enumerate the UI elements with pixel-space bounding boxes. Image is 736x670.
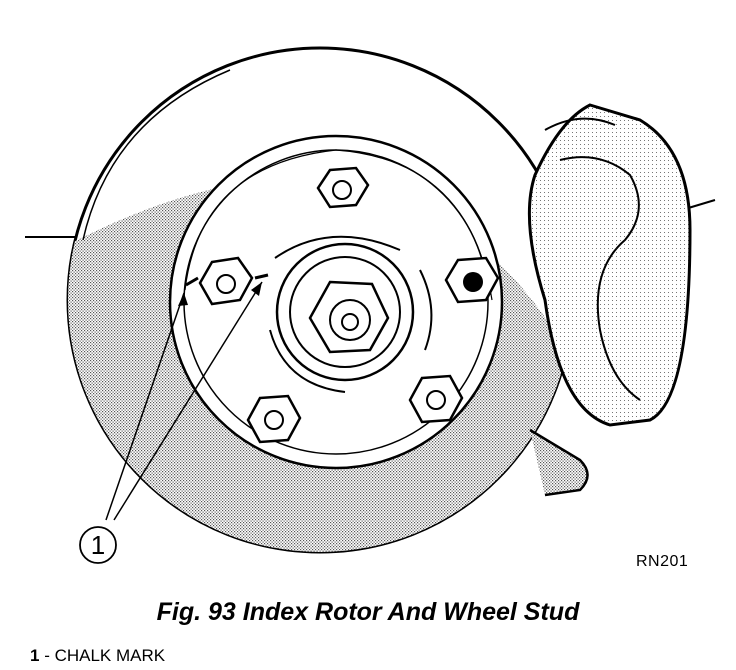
figure-code: RN201	[636, 553, 689, 570]
arrowhead	[178, 293, 188, 306]
lug-nut-top	[316, 166, 370, 209]
lug-nut-lower-right	[408, 374, 464, 424]
lug-nut-lower-left	[246, 394, 302, 444]
chalk-mark-rotor	[185, 276, 199, 287]
hub-assembly	[269, 235, 433, 393]
leader-line	[105, 292, 185, 521]
chalk-mark-stud	[254, 273, 269, 280]
lug-nut-right	[444, 256, 500, 304]
figure-caption: Fig. 93 Index Rotor And Wheel Stud	[156, 598, 580, 626]
legend-text: CHALK MARK	[54, 646, 166, 665]
callout-circle	[79, 526, 117, 564]
arrowhead	[251, 282, 262, 296]
brake-caliper	[527, 103, 692, 497]
legend-number: 1	[30, 646, 40, 665]
legend-separator: -	[39, 646, 55, 665]
callout-number: 1	[91, 530, 105, 560]
lug-nut-marked	[198, 256, 254, 306]
rotor-illustration: 1	[25, 46, 716, 564]
leader-line	[113, 281, 263, 521]
legend-item: 1 - CHALK MARK	[30, 646, 165, 666]
